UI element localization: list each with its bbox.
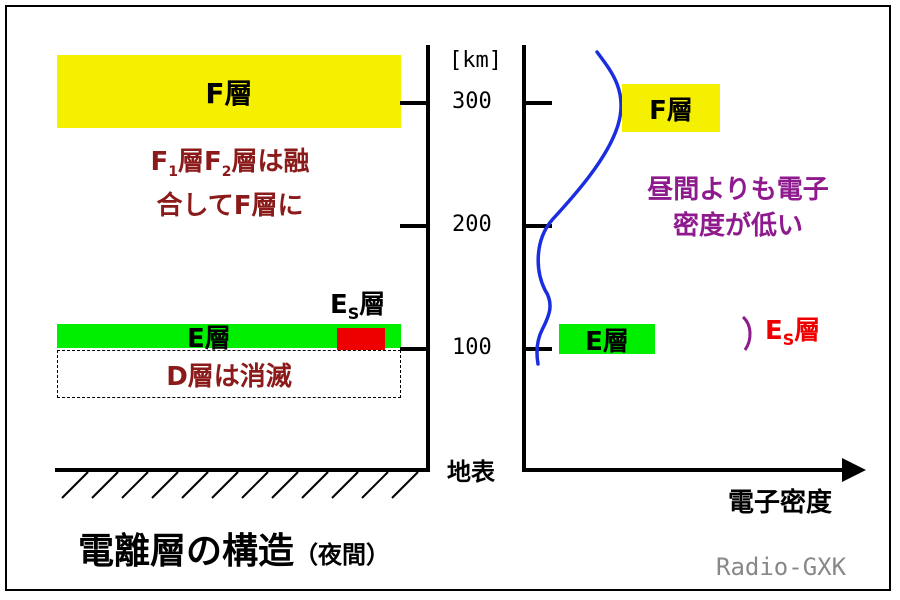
- merge-note: F1層F2層は融 合してF層に: [95, 145, 365, 223]
- altitude-tick-100: 100: [452, 335, 492, 360]
- electron-density-curve: [535, 50, 623, 366]
- left-f-layer-band: F層: [57, 55, 401, 128]
- diagram-frame: [5, 5, 891, 591]
- density-axis-arrowhead: [842, 458, 866, 482]
- right-es-label: ES層: [765, 316, 821, 350]
- density-note: 昼間よりも電子 密度が低い: [618, 172, 858, 244]
- diagram-title: 電離層の構造（夜間）: [78, 522, 390, 574]
- merge-note-line1: F1層F2層は融: [150, 147, 310, 181]
- altitude-tick-200: 200: [452, 212, 492, 237]
- credit-text: Radio-GXK: [716, 553, 847, 581]
- left-f-layer-label: F層: [205, 76, 253, 110]
- right-e-layer-label: E層: [585, 326, 629, 357]
- altitude-unit: [km]: [449, 48, 502, 73]
- left-d-layer-label: D層は消滅: [166, 361, 292, 392]
- left-e-layer-label: E層: [187, 323, 231, 354]
- merge-note-line2: 合してF層に: [156, 191, 304, 222]
- right-f-layer-label: F層: [649, 95, 693, 126]
- density-axis-label: 電子密度: [728, 488, 833, 518]
- density-note-line1: 昼間よりも電子: [647, 175, 829, 205]
- left-es-patch: [337, 328, 385, 350]
- right-f-layer-box: F層: [622, 84, 720, 132]
- left-d-layer-box: D層は消滅: [57, 350, 401, 398]
- ground-label: 地表: [447, 458, 495, 486]
- diagram-title-sub: （夜間）: [294, 541, 391, 569]
- altitude-tick-300: 300: [452, 89, 492, 114]
- right-es-marker: [741, 315, 752, 351]
- left-es-label: ES層: [330, 290, 386, 324]
- ground-hatching: [61, 471, 419, 499]
- density-note-line2: 密度が低い: [672, 211, 803, 241]
- diagram-title-main: 電離層の構造: [78, 531, 295, 572]
- right-e-layer-box: E層: [559, 324, 655, 357]
